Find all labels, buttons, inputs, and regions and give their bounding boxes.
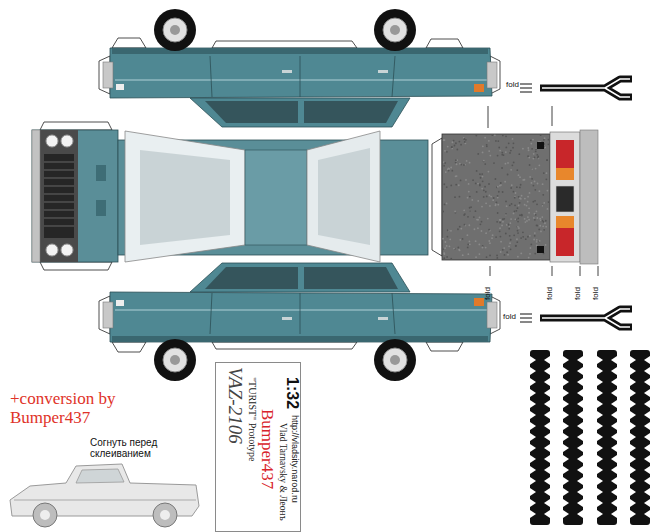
panel-text: VAZ-2106	[226, 367, 245, 444]
note-text: +conversion by Bumper437	[10, 390, 138, 427]
fold-label: fold	[546, 287, 555, 300]
fold-label: fold	[574, 287, 583, 300]
front-panel	[32, 122, 118, 270]
sketch-car	[10, 464, 199, 527]
label-panel: VAZ-2106"TURIST" PrototypeBumper437Vlad …	[215, 362, 301, 532]
fold-label: fold	[506, 81, 519, 90]
roof-panel	[118, 131, 428, 262]
tire-strips	[530, 350, 650, 525]
note-text: Согнуть перед склеиванием	[90, 437, 194, 459]
panel-text: Bumper437	[259, 409, 276, 489]
fold-label: fold	[503, 313, 516, 322]
side-panel	[99, 9, 500, 127]
panel-text: http://vladsity.narod.ru	[290, 415, 299, 503]
axle-part	[520, 309, 632, 327]
fold-label: fold	[484, 287, 493, 300]
panel-text: Vlad Tarnavsky & Леонъ	[278, 423, 288, 521]
axle-part	[520, 79, 632, 97]
fold-marks	[488, 106, 598, 276]
panel-text: "TURIST" Prototype	[247, 377, 257, 462]
rear-panel	[432, 130, 598, 264]
panel-text: 1:32	[284, 377, 300, 409]
fold-label: fold	[592, 287, 601, 300]
